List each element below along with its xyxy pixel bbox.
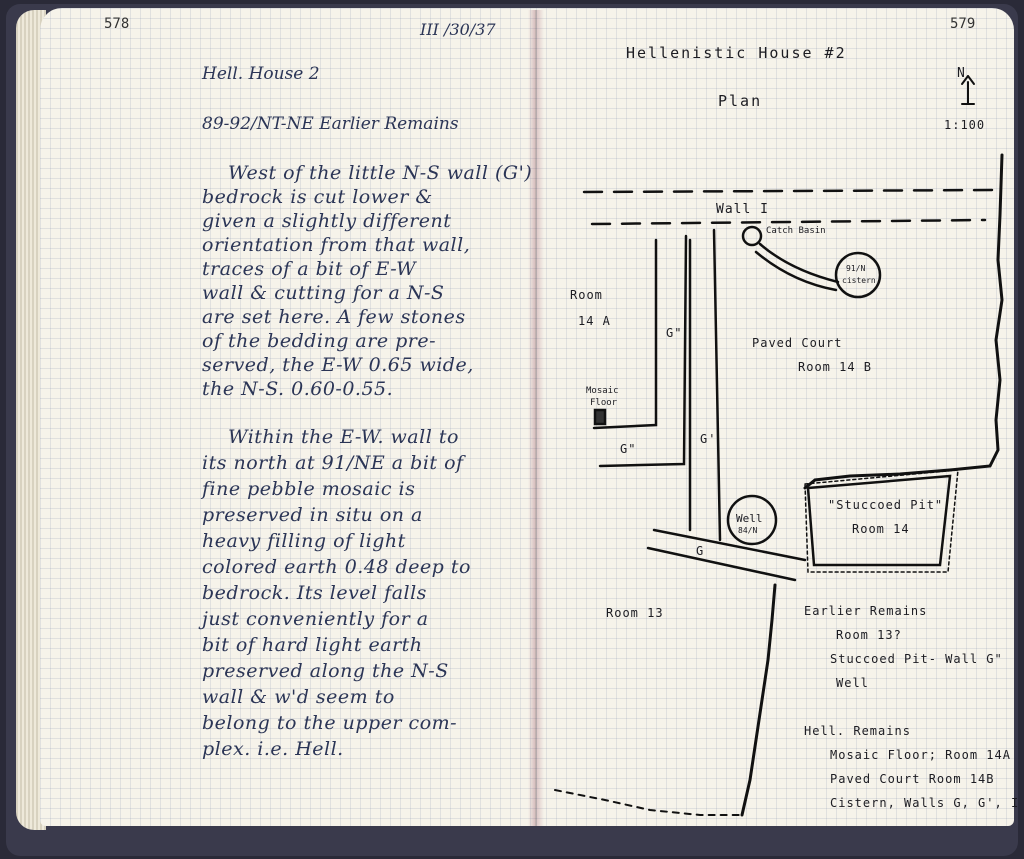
right-page-number: 579 (950, 16, 976, 32)
label-wall-g-prime: G' (700, 432, 717, 446)
wall-g-south (646, 546, 797, 582)
text-line: orientation from that wall, (202, 234, 471, 256)
text-line: preserved along the N-S (202, 660, 449, 682)
text-line: bit of hard light earth (202, 634, 423, 656)
book-gutter (528, 10, 544, 826)
text-line: wall & w'd seem to (202, 686, 395, 708)
dashed-wall-lower (590, 218, 987, 226)
text-line: plex. i.e. Hell. (202, 738, 344, 760)
legend-hell-heading: Hell. Remains (804, 724, 911, 738)
plan-title: Hellenistic House #2 (626, 44, 847, 62)
plan-scale: 1:100 (944, 118, 986, 132)
text-line: of the bedding are pre- (202, 330, 437, 352)
label-paved-court: Paved Court (752, 336, 843, 350)
text-line: fine pebble mosaic is (202, 478, 416, 500)
drain-channel-edge (754, 250, 838, 292)
legend-item: Room 13? (836, 628, 902, 642)
text-line: its north at 91/NE a bit of (202, 452, 464, 474)
label-wall-g-left: G" (666, 326, 683, 340)
text-line: served, the E-W 0.65 wide, (202, 354, 474, 376)
legend-earlier-heading: Earlier Remains (804, 604, 928, 618)
label-cistern-num: 91/N (846, 264, 866, 273)
stuccoed-pit-hatch (804, 469, 959, 573)
label-wall-g: G (696, 544, 705, 558)
wall-g-double-prime-left (592, 238, 658, 430)
entry-date: III /30/37 (420, 20, 496, 39)
label-catch-basin: Catch Basin (766, 226, 826, 236)
text-line: just conveniently for a (202, 608, 429, 630)
plan-subtitle: Plan (718, 92, 763, 110)
text-line: are set here. A few stones (202, 306, 466, 328)
stuccoed-pit-outline (806, 474, 952, 567)
dashed-edge-south (554, 789, 743, 816)
legend-item: Stuccoed Pit- Wall G" (830, 652, 1003, 666)
entry-heading: Hell. House 2 (202, 64, 320, 84)
drain-channel (758, 242, 840, 284)
label-room-14a: Room (570, 288, 603, 302)
text-line: preserved in situ on a (202, 504, 423, 526)
text-line: the N-S. 0.60-0.55. (202, 378, 394, 400)
wall-g-prime-east (712, 228, 722, 542)
wall-g-double-prime-lower (598, 234, 688, 468)
rough-edge-room-13 (740, 583, 777, 817)
text-line: bedrock is cut lower & (202, 186, 433, 208)
text-line: traces of a bit of E-W (202, 258, 417, 280)
well-circle (726, 494, 778, 546)
legend-item: Cistern, Walls G, G', I (830, 796, 1020, 810)
dashed-wall-upper (582, 188, 1002, 194)
legend-item: Paved Court Room 14B (830, 772, 995, 786)
label-well: Well (736, 512, 763, 525)
catch-basin-circle (741, 225, 763, 247)
text-line: Within the E-W. wall to (228, 426, 459, 448)
text-line: belong to the upper com- (202, 712, 458, 734)
right-page (536, 8, 1014, 826)
text-line: wall & cutting for a N-S (202, 282, 445, 304)
north-label: N (957, 66, 966, 81)
legend-item: Well (836, 676, 869, 690)
label-room-14a-num: 14 A (578, 314, 611, 328)
left-page (40, 8, 536, 826)
label-well-num: 84/N (738, 526, 758, 535)
text-line: West of the little N-S wall (G') (228, 162, 533, 184)
label-wall-g-upper: G" (620, 442, 637, 456)
entry-subheading: 89-92/NT-NE Earlier Remains (202, 114, 459, 134)
text-line: heavy filling of light (202, 530, 406, 552)
label-cistern: cistern (842, 276, 876, 285)
left-page-number: 578 (104, 16, 130, 32)
cistern-circle (834, 251, 882, 299)
text-line: bedrock. Its level falls (202, 582, 427, 604)
text-line: colored earth 0.48 deep to (202, 556, 471, 578)
wall-g-north (652, 528, 807, 562)
label-room-14b: Room 14 B (798, 360, 873, 374)
label-room-14: Room 14 (852, 522, 910, 536)
label-room-13: Room 13 (606, 606, 664, 620)
label-mosaic: Mosaic (586, 386, 619, 396)
label-stuccoed-pit: "Stuccoed Pit" (828, 498, 944, 512)
text-line: given a slightly different (202, 210, 452, 232)
label-wall-i: Wall I (716, 202, 769, 217)
rough-edge-east (803, 153, 1004, 490)
legend-item: Mosaic Floor; Room 14A (830, 748, 1011, 762)
label-mosaic-floor: Floor (590, 398, 618, 408)
mosaic-patch (593, 408, 607, 426)
